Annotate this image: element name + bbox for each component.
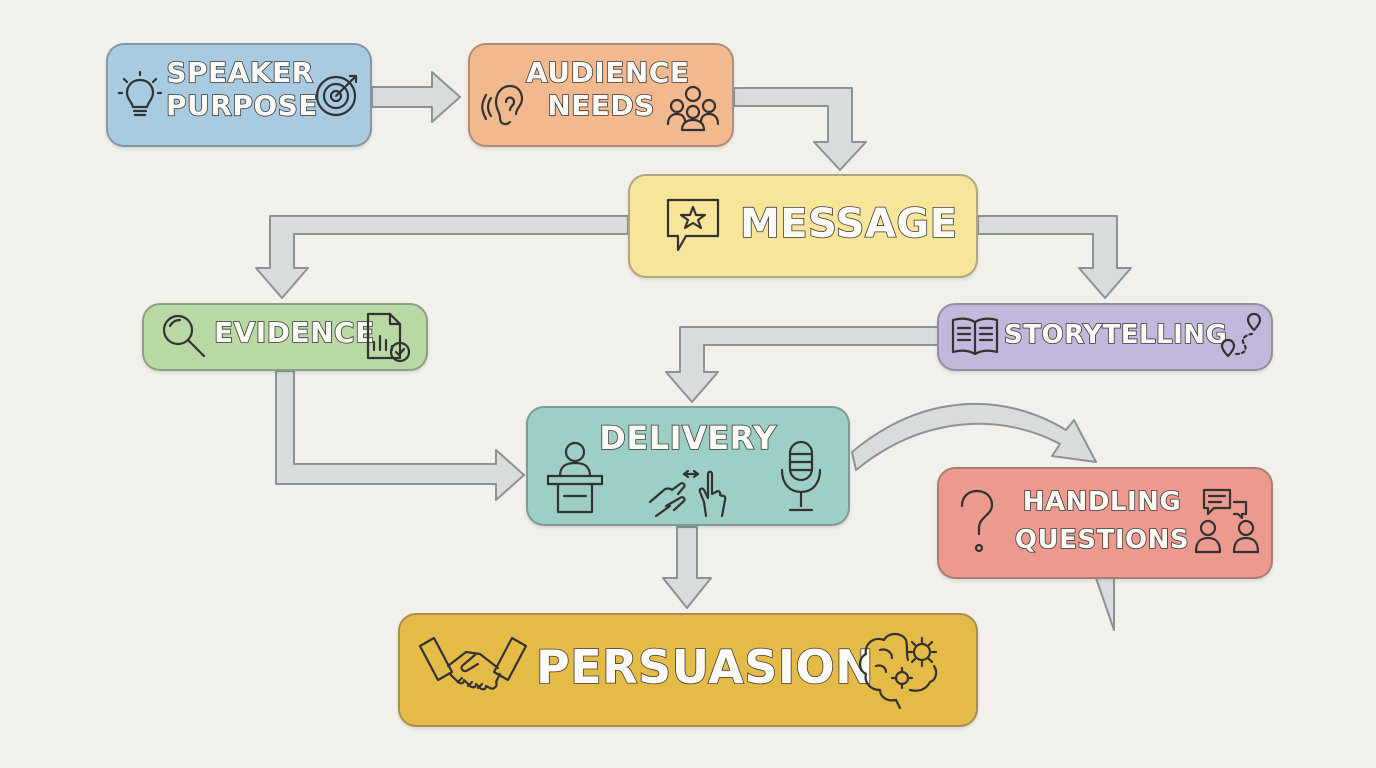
questions-text: QUESTIONS <box>1014 524 1190 556</box>
node-handling-questions <box>937 467 1273 579</box>
label-speaker-purpose: SPEAKER PURPOSE <box>165 55 318 123</box>
arrow-message-to-evidence <box>255 215 629 299</box>
label-evidence: EVIDENCE <box>213 315 375 350</box>
hand-gesture-icon <box>646 462 732 520</box>
label-message: MESSAGE <box>739 200 958 248</box>
node-delivery <box>526 406 850 526</box>
arrow-delivery-to-persuasion <box>662 526 712 609</box>
podium-speaker-icon <box>546 440 604 514</box>
handling-text: HANDLING <box>1022 486 1182 518</box>
people-group-icon <box>666 84 720 132</box>
speaker-text: SPEAKER <box>166 55 314 90</box>
label-handling-questions: HANDLING QUESTIONS <box>1014 484 1190 559</box>
brain-gears-icon <box>856 630 946 710</box>
arrow-questions-to-persuasion <box>1095 577 1115 631</box>
needs-text: NEEDS <box>546 88 655 123</box>
microphone-icon <box>776 440 826 514</box>
arrow-storytelling-to-delivery <box>665 326 939 403</box>
question-mark-icon <box>954 488 1000 558</box>
label-persuasion: PERSUASION <box>535 639 875 695</box>
speech-bubble-star-icon <box>664 196 722 256</box>
node-storytelling <box>937 303 1273 371</box>
ear-icon <box>481 82 526 130</box>
label-storytelling: STORYTELLING <box>1003 319 1228 351</box>
magnifier-icon <box>160 312 208 360</box>
handshake-icon <box>418 632 528 708</box>
lightbulb-icon <box>117 70 163 120</box>
arrow-delivery-to-questions <box>851 402 1097 471</box>
target-icon <box>314 70 362 118</box>
open-book-icon <box>950 316 1000 356</box>
purpose-text: PURPOSE <box>165 88 318 123</box>
label-audience-needs: AUDIENCE NEEDS <box>525 55 690 123</box>
label-delivery: DELIVERY <box>598 418 777 457</box>
arrow-evidence-to-delivery <box>275 370 525 501</box>
chat-people-icon <box>1194 488 1260 556</box>
audience-text: AUDIENCE <box>525 55 690 90</box>
arrow-audience-to-message <box>733 87 867 171</box>
chart-document-icon <box>364 312 412 363</box>
node-speaker-purpose <box>106 43 372 147</box>
route-pin-icon <box>1218 310 1264 360</box>
arrow-purpose-to-audience <box>371 71 461 123</box>
arrow-message-to-storytelling <box>977 215 1132 299</box>
